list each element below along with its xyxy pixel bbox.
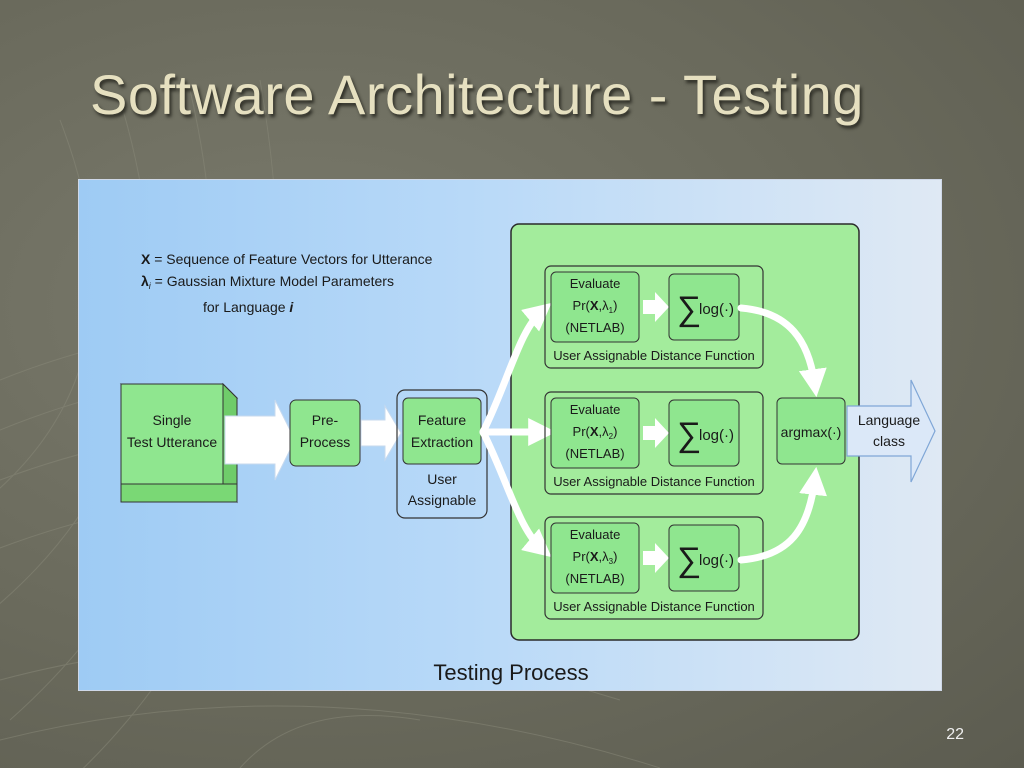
page-number: 22	[946, 726, 964, 743]
preprocess-block: Pre- Process	[289, 399, 361, 467]
branch-3-arrow	[643, 543, 669, 573]
branch-1-sum-label: log(·)	[699, 301, 734, 318]
branch-1-eval-line-2: Pr(X,λ1)	[573, 298, 618, 315]
output-label-line-2: class	[873, 433, 905, 449]
preprocess-label-line-1: Pre-	[312, 412, 339, 428]
legend-line-1: X = Sequence of Feature Vectors for Utte…	[141, 251, 433, 267]
branch-3-caption: User Assignable Distance Function	[553, 599, 755, 614]
legend-line-3: for Language i	[203, 299, 294, 315]
output-arrow: Language class	[846, 379, 936, 483]
single-test-utterance-block: Single Test Utterance	[119, 382, 239, 504]
feature-caption-line-1: User	[427, 471, 457, 487]
output-label-line-1: Language	[858, 412, 921, 428]
fan-out-arrows	[479, 302, 557, 558]
footer-caption: Testing Process	[433, 660, 588, 685]
slide-title: Software Architecture - Testing	[90, 63, 864, 126]
branch-2-eval-line-3: (NETLAB)	[565, 446, 624, 461]
branch-2-eval-line-1: Evaluate	[570, 402, 621, 417]
branch-3-eval-line-3: (NETLAB)	[565, 571, 624, 586]
input-label-line-2: Test Utterance	[127, 434, 217, 450]
arrow-input-to-preprocess	[224, 399, 296, 481]
input-label-line-1: Single	[153, 412, 192, 428]
branch-1-caption: User Assignable Distance Function	[553, 348, 755, 363]
testing-process-diagram: X = Sequence of Feature Vectors for Utte…	[78, 179, 942, 691]
branch-2-sum-label: log(·)	[699, 427, 734, 444]
branch-3-sum-label: log(·)	[699, 552, 734, 569]
fan-in-arrows	[737, 304, 827, 564]
branch-3: Evaluate Pr(X,λ3) (NETLAB) ∑ log(·) User…	[544, 516, 764, 620]
argmax-block: argmax(·)	[776, 397, 846, 465]
legend: X = Sequence of Feature Vectors for Utte…	[141, 251, 433, 315]
feature-caption-line-2: Assignable	[408, 492, 477, 508]
preprocess-label-line-2: Process	[300, 434, 351, 450]
feature-label-line-2: Extraction	[411, 434, 473, 450]
branch-1: Evaluate Pr(X,λ1) (NETLAB) ∑ log(·) User…	[544, 265, 764, 369]
legend-line-2: λi = Gaussian Mixture Model Parameters	[141, 273, 394, 291]
feature-extraction-group: Feature Extraction User Assignable	[396, 389, 488, 519]
branch-1-eval-line-1: Evaluate	[570, 276, 621, 291]
branch-3-eval-line-1: Evaluate	[570, 527, 621, 542]
branch-2-eval-line-2: Pr(X,λ2)	[573, 424, 618, 441]
branch-2-arrow	[643, 418, 669, 448]
arrow-preprocess-to-feature	[360, 404, 402, 462]
branch-2: Evaluate Pr(X,λ2) (NETLAB) ∑ log(·) User…	[544, 391, 764, 495]
branch-1-sum-icon: ∑	[677, 290, 701, 328]
diagram-canvas: X = Sequence of Feature Vectors for Utte…	[119, 223, 936, 685]
branch-1-eval-line-3: (NETLAB)	[565, 320, 624, 335]
feature-label-line-1: Feature	[418, 412, 466, 428]
branch-2-sum-icon: ∑	[677, 416, 701, 454]
branch-2-caption: User Assignable Distance Function	[553, 474, 755, 489]
branch-1-arrow	[643, 292, 669, 322]
branch-3-sum-icon: ∑	[677, 541, 701, 579]
argmax-label: argmax(·)	[781, 424, 842, 440]
branch-3-eval-line-2: Pr(X,λ3)	[573, 549, 618, 566]
